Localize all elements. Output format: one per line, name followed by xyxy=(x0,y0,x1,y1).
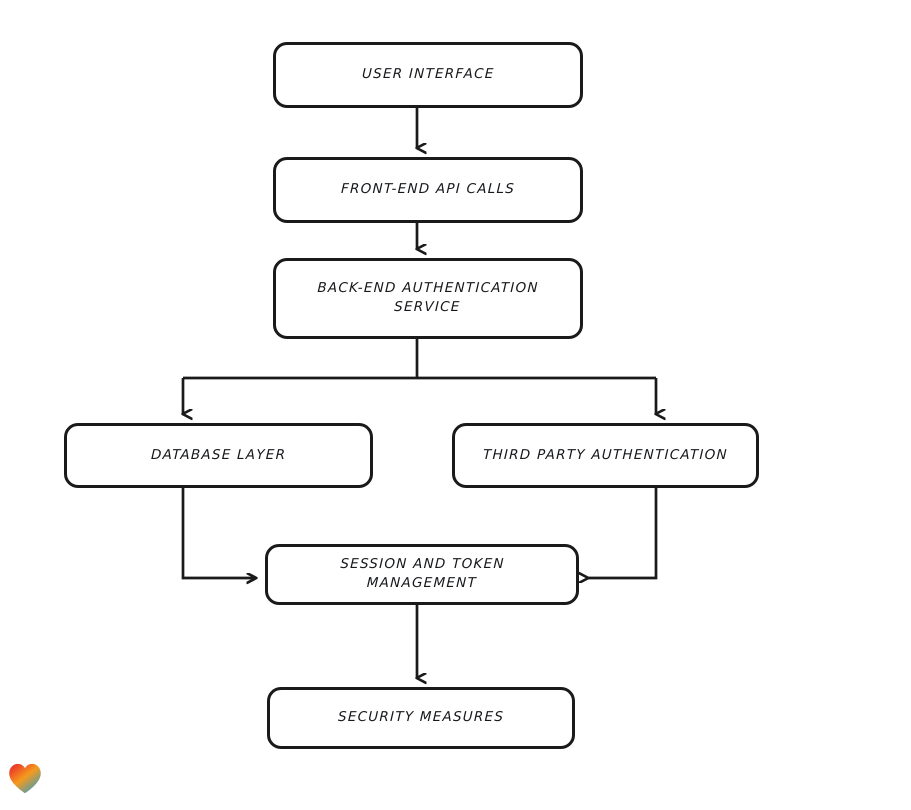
node-database-layer[interactable]: DATABASE LAYER xyxy=(64,423,373,488)
edge-database-to-session xyxy=(181,488,256,578)
node-third-party-authentication[interactable]: THIRD PARTY AUTHENTICATION xyxy=(452,423,759,488)
node-label-third-party-authentication: THIRD PARTY AUTHENTICATION xyxy=(482,446,729,463)
heart-icon xyxy=(9,763,41,794)
edge-thirdparty-to-session xyxy=(588,488,658,578)
node-front-end-api-calls[interactable]: FRONT-END API CALLS xyxy=(273,157,583,223)
node-label-back-end-authentication-service: BACK-END AUTHENTICATION SERVICE xyxy=(317,280,540,316)
node-label-database-layer: DATABASE LAYER xyxy=(150,446,287,463)
node-label-front-end-api-calls: FRONT-END API CALLS xyxy=(340,181,516,198)
node-user-interface[interactable]: USER INTERFACE xyxy=(273,42,583,108)
node-session-and-token-management[interactable]: SESSION AND TOKEN MANAGEMENT xyxy=(265,544,579,605)
node-label-security-measures: SECURITY MEASURES xyxy=(337,709,505,726)
node-label-user-interface: USER INTERFACE xyxy=(361,66,495,83)
node-security-measures[interactable]: SECURITY MEASURES xyxy=(267,687,575,749)
node-label-session-and-token-management: SESSION AND TOKEN MANAGEMENT xyxy=(339,556,505,592)
node-back-end-authentication-service[interactable]: BACK-END AUTHENTICATION SERVICE xyxy=(273,258,583,339)
